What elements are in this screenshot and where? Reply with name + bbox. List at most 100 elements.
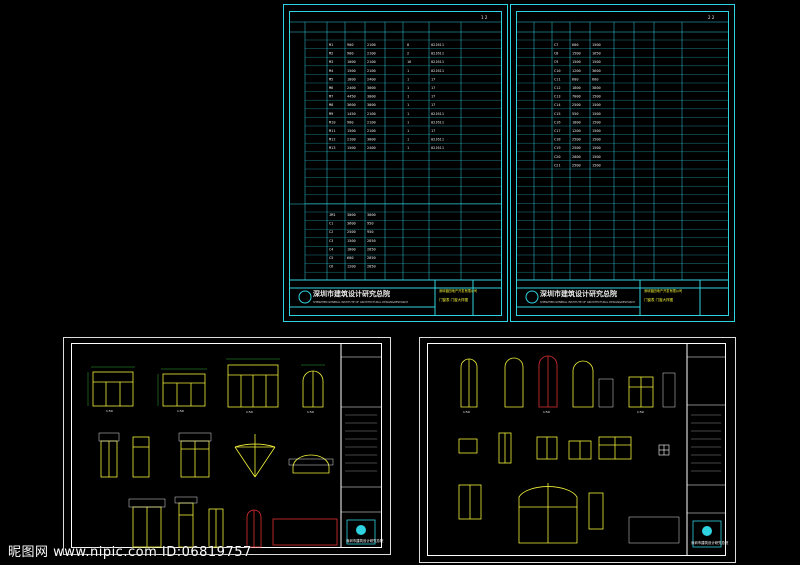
table-cell: 3000 — [347, 213, 356, 217]
table-cell: 2500 — [572, 138, 581, 142]
project-name: 深圳福田地产开发有限公司 — [644, 288, 682, 293]
watermark-id: ID:06819757 — [161, 545, 252, 560]
table-cell: 1500 — [592, 103, 601, 107]
table-cell: C15 — [554, 112, 561, 116]
table-cell: C10 — [554, 69, 561, 73]
logo-seal-icon — [298, 290, 312, 304]
table-cell: 2500 — [572, 146, 581, 150]
table-cell: 1450 — [347, 112, 356, 116]
table-cell: 1500 — [592, 155, 601, 159]
table-cell: 1800 — [572, 120, 581, 124]
table-cell: 1500 — [592, 112, 601, 116]
drawing-name: 门窗表 门窗大样图 — [439, 297, 469, 302]
detail-sheet-left: 深圳市建筑设计研究总院 1:50 1:50 1:50 1:50 — [63, 337, 391, 555]
table-cell: 1650 — [592, 52, 601, 56]
table-cell: M2 — [329, 52, 333, 56]
table-cell: 1500 — [592, 163, 601, 167]
table-cell: 1500 — [592, 95, 601, 99]
table-cell: 02J611 — [431, 120, 444, 124]
title-block-left: 深圳市建筑设计研究总院 SHENZHEN GENERAL INSTITUTE O… — [289, 279, 502, 315]
project-name: 深圳福田地产开发有限公司 — [439, 288, 477, 293]
watermark-site: 昵图网 www.nipic.com — [8, 545, 158, 560]
company-name: 深圳市建筑设计研究总院 — [691, 540, 729, 545]
table-cell: 2100 — [367, 43, 376, 47]
table-cell: 2100 — [367, 129, 376, 133]
table-cell: C9 — [554, 60, 558, 64]
scale-label: 1:50 — [637, 410, 644, 414]
table-cell: C14 — [554, 103, 561, 107]
table-cell: C12 — [554, 86, 561, 90]
table-cell: M10 — [329, 120, 336, 124]
company-name: 深圳市建筑设计研究总院 — [346, 538, 384, 543]
table-cell: 1500 — [592, 120, 601, 124]
company-name: 深圳市建筑设计研究总院 — [540, 289, 617, 298]
table-cell: 1 — [407, 95, 409, 99]
table-cell: 1500 — [347, 239, 356, 243]
table-cell: 02J611 — [431, 43, 444, 47]
table-cell: 1500 — [347, 129, 356, 133]
table-cell: 2400 — [347, 86, 356, 90]
table-cell: 900 — [347, 43, 354, 47]
table-cell: 02J611 — [431, 52, 444, 56]
table-cell: 3000 — [367, 213, 376, 217]
table-cell: C18 — [554, 138, 561, 142]
table-cell: 16 — [407, 60, 411, 64]
table-cell: M8 — [329, 103, 333, 107]
table-cell: 3000 — [367, 138, 376, 142]
table-cell: 2000 — [572, 155, 581, 159]
table-cell: 17 — [431, 129, 435, 133]
table-cell: C13 — [554, 95, 561, 99]
detail-sheet-right: 深圳市建筑设计研究总院 — [419, 337, 736, 565]
scale-label: 1:50 — [463, 410, 470, 414]
table-cell: 2100 — [367, 112, 376, 116]
table-cell: M6 — [329, 86, 333, 90]
table-cell: 17 — [431, 103, 435, 107]
door-window-elevations-right: 深圳市建筑设计研究总院 — [419, 337, 736, 563]
table-cell: 4450 — [347, 95, 356, 99]
table-cell: 1500 — [347, 69, 356, 73]
table-cell: C5 — [329, 256, 333, 260]
table-cell: C6 — [329, 265, 333, 269]
table-cell: C7 — [554, 43, 558, 47]
table-cell: 1 — [407, 129, 409, 133]
table-cell: 1500 — [572, 52, 581, 56]
table-cell: 1 — [407, 146, 409, 150]
table-cell: C2 — [329, 230, 333, 234]
table-cell: JM1 — [329, 213, 336, 217]
table-cell: C17 — [554, 129, 561, 133]
table-cell: 1200 — [347, 265, 356, 269]
table-cell: 1 — [407, 103, 409, 107]
table-cell: 2100 — [367, 60, 376, 64]
table-cell: M11 — [329, 129, 336, 133]
table-cell: 1800 — [347, 247, 356, 251]
table-cell: 1 — [407, 112, 409, 116]
table-cell: 1500 — [592, 138, 601, 142]
table-cell: M1 — [329, 43, 333, 47]
door-window-elevations-left: 深圳市建筑设计研究总院 1:50 1:50 1:50 1:50 — [63, 337, 391, 555]
table-cell: 02J611 — [431, 60, 444, 64]
table-cell: 02J611 — [431, 112, 444, 116]
table-cell: C8 — [554, 52, 558, 56]
scale-label: 1:50 — [106, 409, 113, 413]
table-cell: M12 — [329, 138, 336, 142]
table-cell: 1500 — [572, 60, 581, 64]
company-name-en: SHENZHEN GENERAL INSTITUTE OF ARCHITECTU… — [313, 300, 408, 304]
table-cell: 17 — [431, 77, 435, 81]
table-cell: C1 — [329, 222, 333, 226]
table-cell: 2100 — [367, 120, 376, 124]
table-cell: C19 — [554, 146, 561, 150]
table-cell: 2100 — [367, 69, 376, 73]
table-cell: C11 — [554, 77, 561, 81]
table-cell: M4 — [329, 69, 333, 73]
table-cell: 600 — [572, 77, 579, 81]
page-number: 2 2 — [708, 15, 715, 20]
watermark: 昵图网 www.nipic.com ID:06819757 — [8, 541, 252, 560]
table-cell: 2400 — [367, 77, 376, 81]
table-cell: 3600 — [592, 69, 601, 73]
table-cell: 17 — [431, 95, 435, 99]
table-cell: 2500 — [347, 230, 356, 234]
table-cell: 2850 — [367, 239, 376, 243]
